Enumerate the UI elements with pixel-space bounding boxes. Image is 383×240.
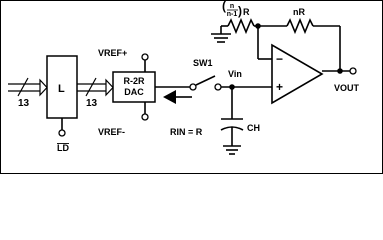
resistor-ground-icon [211,33,231,43]
vout-terminal [349,67,357,75]
ground-resistor-value-label: ( n n-1 ) R [222,0,250,18]
output-node [337,68,343,74]
dac-label-line2: DAC [124,87,144,97]
latch-dac-bus-arrow [77,77,114,97]
cap-label: CH [247,123,260,133]
rin-arrow [163,90,176,104]
schematic: 13 L LD 13 R-2R DAC VREF+ VREF- RIN = R … [0,0,383,174]
svg-text:R: R [243,7,250,17]
opamp-plus-label: + [276,80,283,94]
bus-width-in-label: 13 [18,98,30,109]
load-label: LD [57,143,69,153]
feedback-resistor-label: nR [293,7,305,17]
switch-terminal-right [214,83,222,91]
svg-text:n: n [230,3,234,10]
input-bus-arrow [8,77,48,97]
vref-plus-terminal [141,53,149,61]
latch-box [46,55,78,119]
opamp [271,43,324,105]
opamp-minus-label: − [276,52,283,66]
circuit-diagram: 13 L LD 13 R-2R DAC VREF+ VREF- RIN = R … [0,0,383,174]
switch-blade [195,75,216,86]
vout-label: VOUT [334,83,360,93]
load-terminal [58,129,66,137]
switch-terminal-left [189,83,197,91]
dac-label-line1: R-2R [123,76,145,86]
bus-width-out-label: 13 [86,98,98,109]
svg-text:(: ( [222,0,226,13]
svg-text:): ) [238,4,242,18]
svg-text:n-1: n-1 [227,11,238,18]
feedback-resistor [286,17,314,35]
vref-minus-terminal [141,113,149,121]
dac-box [112,71,156,103]
vin-label: Vin [228,69,242,79]
vref-plus-label: VREF+ [98,48,127,58]
cap-ground-icon [223,145,241,155]
rin-label: RIN = R [170,127,203,137]
switch-label: SW1 [193,58,213,68]
latch-label: L [58,83,65,95]
vref-minus-label: VREF- [98,127,125,137]
ground-resistor [227,17,255,35]
